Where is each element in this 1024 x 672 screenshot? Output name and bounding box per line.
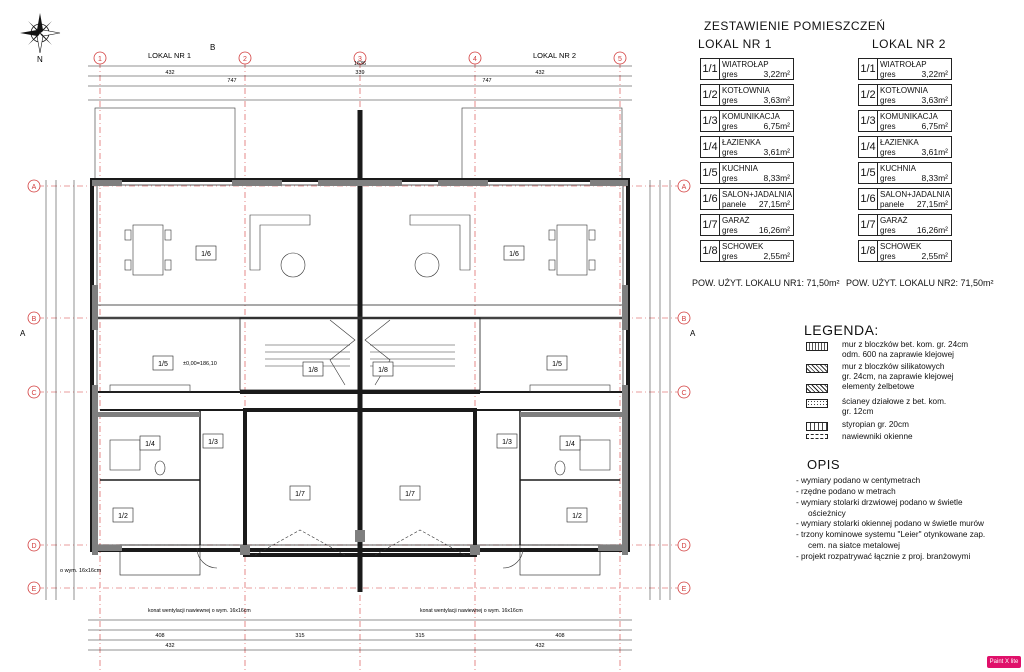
svg-text:D: D [31, 543, 36, 550]
svg-text:432: 432 [535, 70, 544, 76]
svg-text:1/3: 1/3 [502, 439, 512, 446]
svg-text:A: A [32, 184, 37, 191]
axis-bubbles [27, 51, 691, 595]
bottom-dimension-texts: 432 408 315 315 408 432 [155, 633, 564, 649]
top-dimension-texts: 432 747 1636 339 747 432 [165, 61, 544, 84]
svg-text:408: 408 [155, 633, 164, 639]
svg-text:4: 4 [473, 56, 477, 63]
svg-text:408: 408 [555, 633, 564, 639]
svg-text:747: 747 [227, 78, 236, 84]
svg-text:A: A [682, 184, 687, 191]
app-badge: Paint X lite [987, 656, 1021, 668]
svg-text:D: D [681, 543, 686, 550]
svg-text:1/5: 1/5 [552, 361, 562, 368]
top-dimension-lines [88, 65, 632, 101]
svg-text:C: C [681, 390, 686, 397]
ow-note: o wym. 16x16cm [60, 568, 102, 574]
side-dimension-lines [45, 180, 671, 600]
svg-text:1/4: 1/4 [145, 441, 155, 448]
svg-text:339: 339 [355, 70, 364, 76]
svg-text:1/5: 1/5 [158, 361, 168, 368]
svg-text:1/8: 1/8 [378, 367, 388, 374]
svg-text:1/6: 1/6 [201, 251, 211, 258]
svg-text:1/2: 1/2 [572, 513, 582, 520]
plan-lokal1-label: LOKAL NR 1 [148, 51, 191, 60]
svg-text:E: E [32, 586, 37, 593]
svg-text:1/3: 1/3 [208, 439, 218, 446]
axis-labels: 1 2 3 4 5 A B C D E A B C D E [31, 56, 686, 593]
svg-text:1/6: 1/6 [509, 251, 519, 258]
svg-text:1/7: 1/7 [295, 491, 305, 498]
svg-text:1: 1 [98, 56, 102, 63]
svg-text:C: C [31, 390, 36, 397]
svg-text:1/2: 1/2 [118, 513, 128, 520]
room-tag-labels: 1/6 1/6 1/5 1/5 1/4 1/4 1/3 1/3 1/2 1/2 … [118, 251, 582, 520]
svg-text:315: 315 [295, 633, 304, 639]
svg-text:B: B [682, 316, 687, 323]
svg-text:315: 315 [415, 633, 424, 639]
svg-text:747: 747 [482, 78, 491, 84]
konat-note-right: konat wentylacji nawiewnej o wym. 16x16c… [420, 608, 523, 614]
bottom-dimension-lines [88, 619, 632, 651]
level-zero-label: ±0,00=186,10 [183, 361, 217, 367]
svg-text:1/4: 1/4 [565, 441, 575, 448]
svg-text:1/8: 1/8 [308, 367, 318, 374]
svg-text:432: 432 [165, 70, 174, 76]
section-a-left: A [20, 329, 26, 338]
section-a-right: A [690, 329, 696, 338]
konat-note-left: konat wentylacji nawiewnej o wym. 16x16c… [148, 608, 251, 614]
wall-hatching [92, 180, 628, 555]
axis-grid [38, 62, 690, 670]
building-walls [90, 110, 630, 592]
room-tags [112, 245, 588, 523]
compass-rose-icon [20, 13, 61, 54]
svg-text:2: 2 [243, 56, 247, 63]
svg-text:5: 5 [618, 56, 622, 63]
svg-text:1/7: 1/7 [405, 491, 415, 498]
north-label: N [37, 55, 43, 64]
svg-text:432: 432 [165, 643, 174, 649]
svg-text:B: B [32, 316, 37, 323]
svg-text:E: E [682, 586, 687, 593]
svg-text:3: 3 [358, 56, 362, 63]
section-b-mark: B [210, 43, 215, 52]
svg-text:432: 432 [535, 643, 544, 649]
plan-lokal2-label: LOKAL NR 2 [533, 51, 576, 60]
svg-text:1636: 1636 [354, 61, 366, 67]
